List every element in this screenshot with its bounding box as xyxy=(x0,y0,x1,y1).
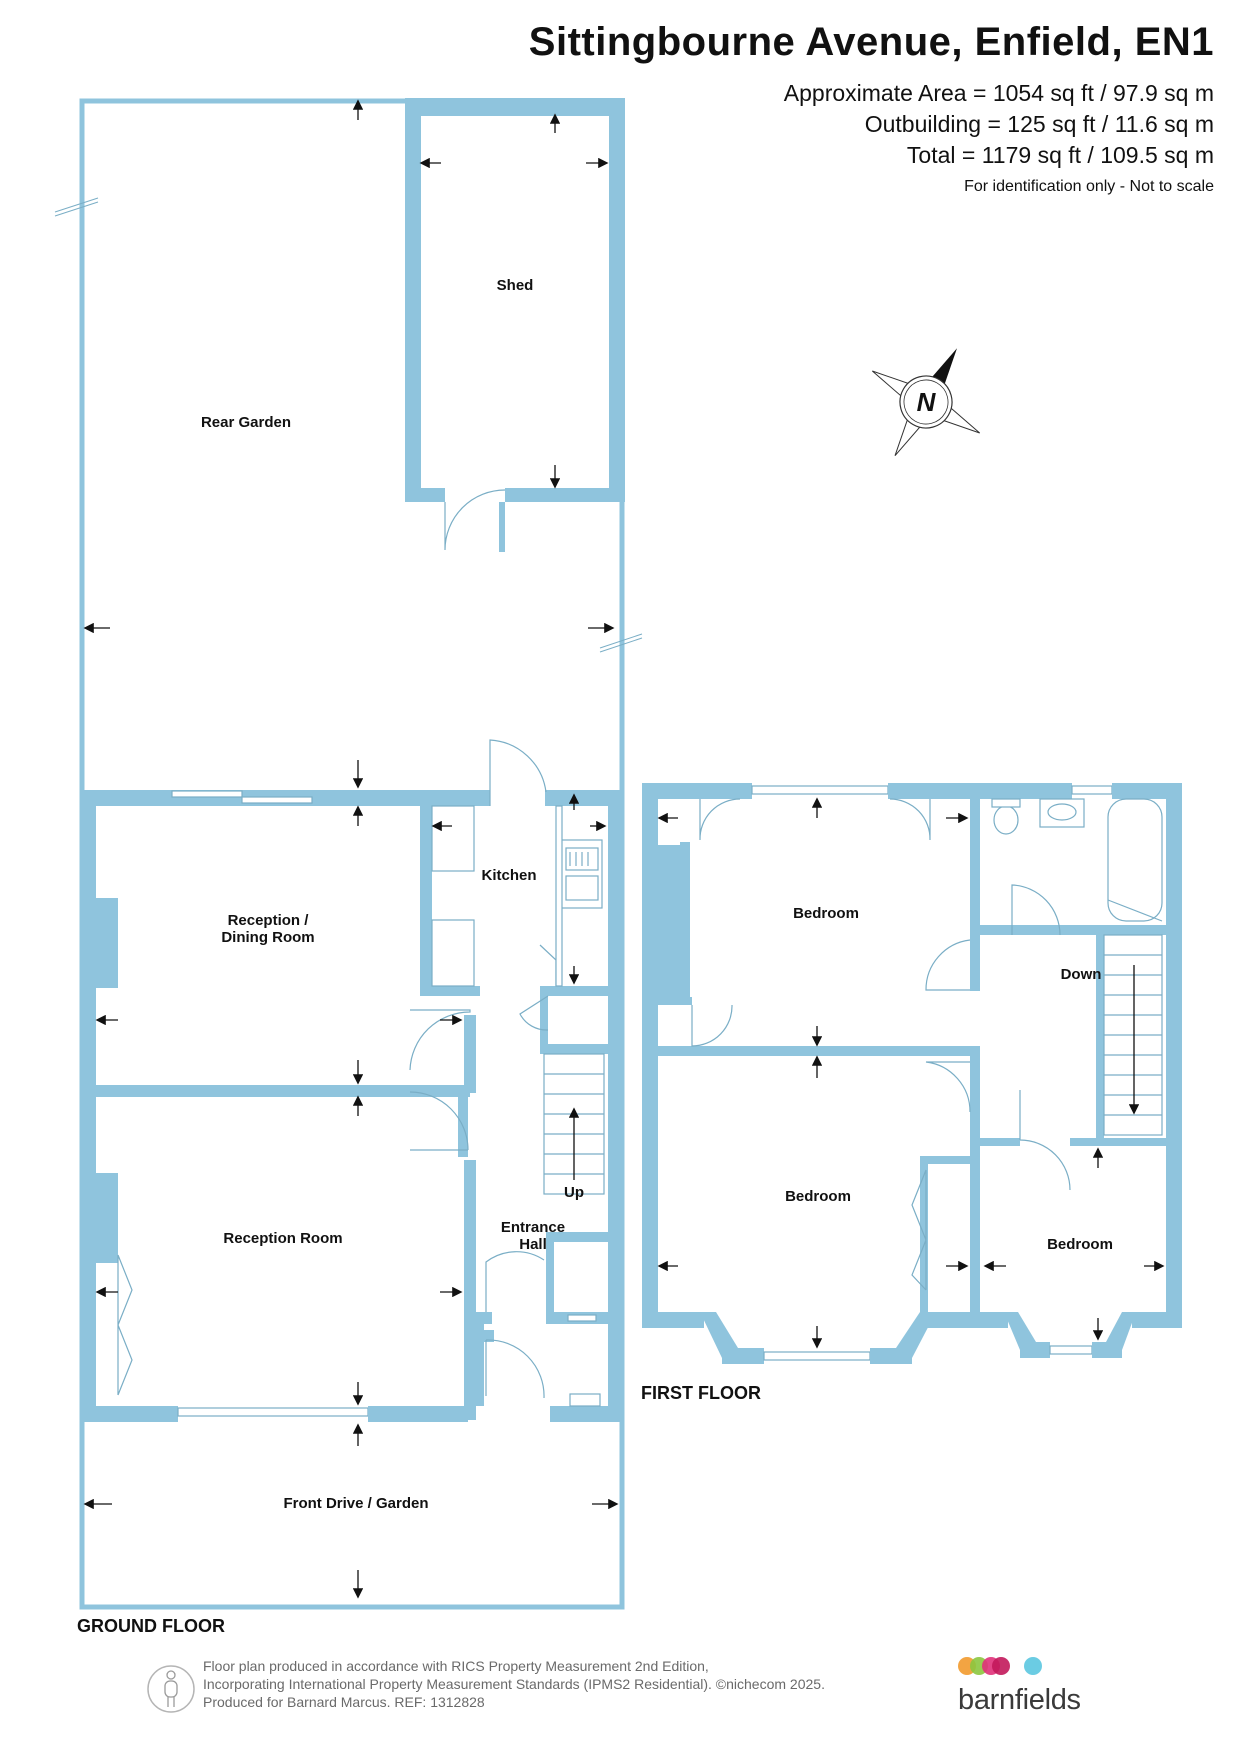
accessibility-person-icon xyxy=(147,1665,195,1713)
room-label-reception-dining-line2: Dining Room xyxy=(221,929,314,946)
room-label-bedroom-rear: Bedroom xyxy=(793,905,859,922)
house-walls-first xyxy=(642,783,1182,1364)
first-doors xyxy=(691,798,1071,1291)
stairs-up-label: Up xyxy=(564,1184,584,1201)
approximate-area: Approximate Area = 1054 sq ft / 97.9 sq … xyxy=(783,80,1214,106)
scale-note: For identification only - Not to scale xyxy=(964,178,1214,195)
ground-floor-plan: Rear Garden Shed Reception / Dining Room… xyxy=(54,98,643,1636)
room-label-reception-room: Reception Room xyxy=(223,1230,342,1247)
room-label-rear-garden: Rear Garden xyxy=(201,414,291,431)
ground-dimension-arrows xyxy=(83,99,619,1599)
stairs-down-label: Down xyxy=(1061,966,1102,983)
room-label-bedroom-small: Bedroom xyxy=(1047,1236,1113,1253)
boundary-break-marks xyxy=(54,197,643,653)
garden-boundary xyxy=(79,98,625,1610)
first-stairs xyxy=(1103,934,1163,1136)
plan-title: Sittingbourne Avenue, Enfield, EN1 xyxy=(528,20,1214,64)
north-compass-icon: N xyxy=(871,348,981,457)
brand-dot xyxy=(992,1657,1010,1675)
footer-line-1: Floor plan produced in accordance with R… xyxy=(203,1658,709,1674)
ground-stairs xyxy=(543,1053,605,1195)
outbuilding-area: Outbuilding = 125 sq ft / 11.6 sq m xyxy=(864,111,1214,137)
room-label-kitchen: Kitchen xyxy=(481,867,536,884)
room-label-bedroom-front: Bedroom xyxy=(785,1188,851,1205)
footer-line-2: Incorporating International Property Mea… xyxy=(203,1676,825,1692)
room-label-front-drive: Front Drive / Garden xyxy=(283,1495,428,1512)
brand-logo-dots xyxy=(958,1657,1042,1675)
first-dimension-arrows xyxy=(657,797,1165,1349)
room-label-entrance-line1: Entrance xyxy=(501,1219,565,1236)
footer-line-3: Produced for Barnard Marcus. REF: 131282… xyxy=(203,1694,485,1710)
first-floor-plan: Bedroom Bedroom Bedroom Down FIRST FLOOR xyxy=(641,783,1182,1403)
room-label-entrance-line2: Hall xyxy=(519,1236,547,1253)
kitchen-fittings xyxy=(431,805,603,987)
room-label-reception-dining-line1: Reception / xyxy=(228,912,310,929)
footer-credits: Floor plan produced in accordance with R… xyxy=(203,1657,825,1711)
brand-logo-text: barnfields xyxy=(958,1684,1081,1716)
bathroom-fittings xyxy=(991,798,1163,922)
brand-dot xyxy=(1024,1657,1042,1675)
first-floor-label: FIRST FLOOR xyxy=(641,1383,761,1403)
house-walls-ground xyxy=(80,739,624,1422)
compass-letter: N xyxy=(917,387,937,417)
total-area: Total = 1179 sq ft / 109.5 sq m xyxy=(906,142,1214,168)
ground-floor-label: GROUND FLOOR xyxy=(77,1616,225,1636)
room-label-shed: Shed xyxy=(497,277,534,294)
shed-walls xyxy=(405,98,625,552)
